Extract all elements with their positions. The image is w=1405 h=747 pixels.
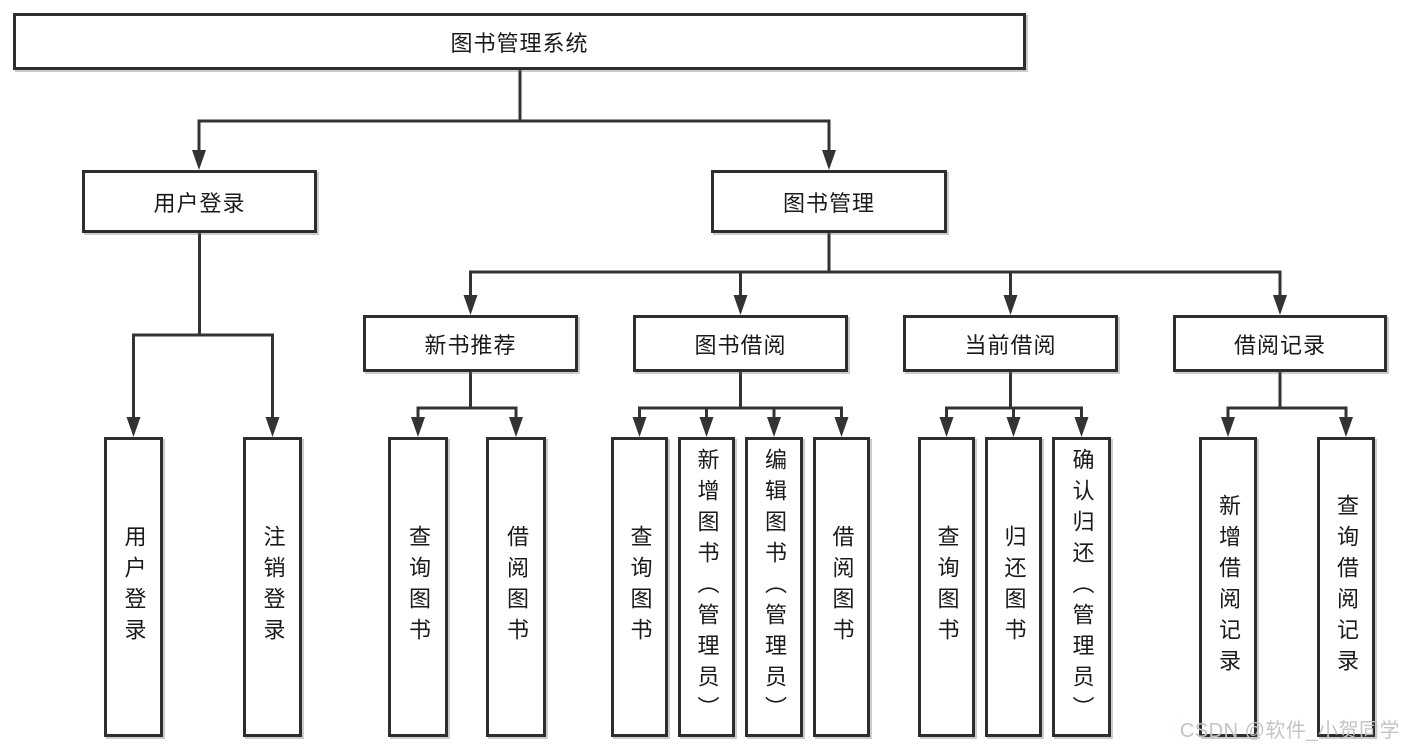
node-label: 确认归还（管理员） <box>1069 447 1095 727</box>
node-leaf-user-login: 用户登录 <box>104 437 163 737</box>
node-leaf-query-books-current: 查询图书 <box>918 437 975 737</box>
csdn-watermark: CSDN @软件_小贺同学 <box>1179 720 1400 742</box>
node-label: 查询图书 <box>406 525 431 649</box>
node-label: 新增借阅记录 <box>1216 494 1241 680</box>
node-current-borrowing: 当前借阅 <box>903 315 1118 372</box>
node-label: 编辑图书（管理员） <box>762 447 787 727</box>
node-label: 借阅记录 <box>1233 332 1326 358</box>
node-leaf-edit-books-admin: 编辑图书（管理员） <box>745 437 803 737</box>
node-label: 用户登录 <box>153 190 246 216</box>
node-label: 新增图书（管理员） <box>694 447 720 727</box>
node-label: 查询借阅记录 <box>1334 494 1359 680</box>
node-new-book-recommendation: 新书推荐 <box>363 315 578 372</box>
node-label: 用户登录 <box>121 525 147 649</box>
node-leaf-query-books-borrowing: 查询图书 <box>611 437 668 737</box>
node-label: 借阅图书 <box>829 525 855 649</box>
node-label: 图书借阅 <box>694 332 787 358</box>
node-leaf-borrow-books: 借阅图书 <box>813 437 870 737</box>
node-user-login: 用户登录 <box>82 170 317 233</box>
node-book-borrowing: 图书借阅 <box>633 315 848 372</box>
node-leaf-confirm-return-admin: 确认归还（管理员） <box>1052 437 1111 737</box>
node-label: 当前借阅 <box>964 332 1057 358</box>
node-label: 图书管理 <box>782 190 875 216</box>
node-leaf-add-borrow-record: 新增借阅记录 <box>1199 437 1257 737</box>
node-label: 注销登录 <box>260 525 286 649</box>
node-label: 归还图书 <box>1001 525 1027 649</box>
node-leaf-borrow-books-recommend: 借阅图书 <box>486 437 546 737</box>
node-library-management-system: 图书管理系统 <box>13 13 1026 70</box>
node-leaf-query-borrow-record: 查询借阅记录 <box>1317 437 1375 737</box>
node-leaf-logout: 注销登录 <box>243 437 302 737</box>
node-label: 图书管理系统 <box>450 30 589 56</box>
node-label: 查询图书 <box>934 525 960 649</box>
node-label: 新书推荐 <box>424 332 517 358</box>
node-borrowing-records: 借阅记录 <box>1173 315 1387 372</box>
node-book-management: 图书管理 <box>711 170 947 233</box>
node-label: 查询图书 <box>627 525 653 649</box>
node-leaf-return-books: 归还图书 <box>985 437 1042 737</box>
node-label: 借阅图书 <box>504 525 529 649</box>
node-leaf-add-books-admin: 新增图书（管理员） <box>678 437 735 737</box>
node-leaf-query-books-recommend: 查询图书 <box>388 437 448 737</box>
